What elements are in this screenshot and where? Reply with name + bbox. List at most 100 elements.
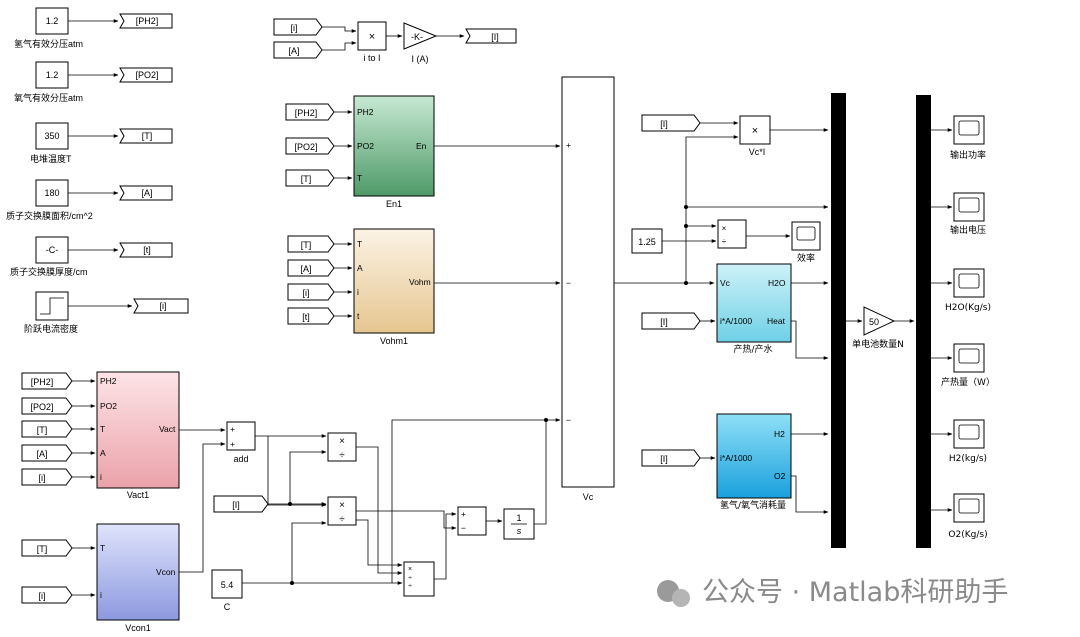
from-I-vci xyxy=(641,114,701,132)
en1-port-ph2: PH2 xyxy=(357,107,374,117)
const-t-caption: 电堆温度T xyxy=(30,153,72,164)
divide-eff[interactable] xyxy=(717,219,747,249)
h2-subsystem[interactable] xyxy=(716,413,792,499)
goto-tl: [t] xyxy=(143,245,151,255)
vohm-from-tl: [t] xyxy=(302,312,310,322)
from-I-bottom-label: [I] xyxy=(232,500,240,510)
const-t[interactable]: 350 [T] 电堆温度T xyxy=(30,122,173,164)
i-to-I-group: [i] [A] × i to I -K- I (A) [I] xyxy=(273,18,517,64)
en1-name: En1 xyxy=(386,199,402,209)
vcon-port-out: Vcon xyxy=(156,567,176,577)
step-caption: 阶跃电流密度 xyxy=(24,323,78,334)
svg-text:×: × xyxy=(722,224,727,233)
const-po2-value: 1.2 xyxy=(46,70,59,80)
svg-text:+: + xyxy=(230,439,235,449)
vact-port-out: Vact xyxy=(159,424,176,434)
en1-from-po2: [PO2] xyxy=(294,142,317,152)
svg-text:×: × xyxy=(369,31,375,43)
en1-port-po2: PO2 xyxy=(357,141,374,151)
en1-port-en: En xyxy=(416,141,427,151)
vohm-port-i: i xyxy=(357,287,359,297)
vohm-from-i: [i] xyxy=(302,288,309,298)
const-t-value: 350 xyxy=(44,131,59,141)
goto-i: [i] xyxy=(159,301,166,311)
vact-from-po2: [PO2] xyxy=(30,402,53,412)
bottom-network: × ÷ × ÷ [I] 5.4 C × ÷ ÷ + − 1 s xyxy=(211,420,547,612)
heat-port-ia: i*A/1000 xyxy=(720,316,752,326)
vact-port-po2: PO2 xyxy=(100,401,117,411)
gain-n-value: 50 xyxy=(869,317,879,327)
vohm-port-out: Vohm xyxy=(409,277,431,287)
vcon-from-i: [i] xyxy=(38,591,45,601)
product-bottom[interactable] xyxy=(403,561,435,597)
const-tl[interactable]: -C- [t] 质子交换膜厚度/cm xyxy=(10,236,173,277)
product-label: i to I xyxy=(363,53,380,63)
goto-a: [A] xyxy=(141,188,152,198)
gain-n-label: 单电池数量N xyxy=(852,338,904,350)
vohm-from-t: [T] xyxy=(301,240,312,250)
from-I-bottom xyxy=(213,495,269,513)
const-c[interactable] xyxy=(211,569,243,599)
vc-sign-minus1: − xyxy=(566,278,571,288)
vci-label: Vc*I xyxy=(749,147,766,157)
vohm1-subsystem[interactable]: [T] [A] [i] [t] T A i t Vohm Vohm1 xyxy=(287,228,435,346)
from-a-top: [A] xyxy=(288,46,299,56)
gain-n[interactable]: 50 单电池数量N xyxy=(846,306,915,350)
const-c-label: C xyxy=(224,602,231,612)
const-eff[interactable] xyxy=(631,228,663,254)
const-a[interactable]: 180 [A] 质子交换膜面积/cm^2 xyxy=(6,179,173,221)
const-po2-caption: 氧气有效分压atm xyxy=(14,92,83,103)
product-vci[interactable] xyxy=(739,115,771,145)
const-ph2-value: 1.2 xyxy=(46,16,59,26)
gain-K-label: I (A) xyxy=(412,54,429,64)
gain-K[interactable] xyxy=(403,22,438,50)
h2-port-ia: i*A/1000 xyxy=(720,453,752,463)
en1-subsystem[interactable]: [PH2] [PO2] [T] PH2 PO2 T En En1 xyxy=(285,95,435,209)
scope-h2o-label: H2O(Kg/s) xyxy=(945,303,991,313)
vcon-port-i: i xyxy=(100,590,102,600)
scope-voltage-label: 输出电压 xyxy=(950,224,986,236)
goto-t: [T] xyxy=(142,131,153,141)
const-eff-value: 1.25 xyxy=(638,237,656,247)
product-top[interactable] xyxy=(327,432,357,462)
vact1-subsystem[interactable]: [PH2] [PO2] [T] [A] [i] PH2 PO2 T A i Va… xyxy=(21,371,180,500)
scopes: 输出功率 输出电压 H2O(Kg/s) 产热量（W） H2(kg/s) O2(K… xyxy=(931,115,995,540)
const-c-value: 5.4 xyxy=(221,580,234,590)
const-ph2[interactable]: 1.2 [PH2] 氢气有效分压atm xyxy=(14,7,173,49)
demux-bar[interactable] xyxy=(916,95,931,548)
vact-from-ph2: [PH2] xyxy=(31,377,54,387)
vohm-port-t: T xyxy=(357,239,362,249)
goto-ph2: [PH2] xyxy=(136,16,159,26)
svg-text:×: × xyxy=(408,566,412,573)
vc-out-network: [I] × Vc*I 1.25 × ÷ 效率 Vc i*A/1000 H2O H… xyxy=(614,114,829,514)
svg-text:÷: ÷ xyxy=(722,237,727,246)
svg-text:−: − xyxy=(461,523,466,533)
const-a-caption: 质子交换膜面积/cm^2 xyxy=(6,210,93,221)
svg-text:×: × xyxy=(339,500,345,511)
sum-bottom[interactable] xyxy=(457,506,487,536)
svg-text:×: × xyxy=(339,436,345,447)
watermark-text: 公众号 · Matlab科研助手 xyxy=(702,577,1008,608)
vc-label: Vc xyxy=(583,492,594,502)
add-label: add xyxy=(233,454,248,464)
goto-I: [I] xyxy=(491,32,499,42)
vact-port-t: T xyxy=(100,424,105,434)
vact-port-i: i xyxy=(100,472,102,482)
const-ph2-caption: 氢气有效分压atm xyxy=(14,38,83,49)
vc-sign-minus2: − xyxy=(566,415,571,425)
gain-K-value: -K- xyxy=(411,32,423,42)
mux-bar[interactable] xyxy=(831,93,846,548)
vc-block[interactable]: + − − Vc xyxy=(561,76,615,502)
step-block[interactable]: [i] 阶跃电流密度 xyxy=(24,291,189,334)
from-I-heat xyxy=(641,312,701,330)
integrator-den: s xyxy=(517,526,522,536)
from-I-h2-label: [I] xyxy=(660,454,668,464)
add-block[interactable]: + + add xyxy=(179,421,256,573)
from-i-top: [i] xyxy=(290,23,297,33)
vohm-port-tl: t xyxy=(357,311,360,321)
const-po2[interactable]: 1.2 [PO2] 氧气有效分压atm xyxy=(14,61,173,103)
heat-port-heat: Heat xyxy=(767,316,786,326)
vcon1-subsystem[interactable]: [T] [i] T i Vcon Vcon1 xyxy=(21,523,180,633)
heat-subsystem[interactable] xyxy=(716,263,792,343)
